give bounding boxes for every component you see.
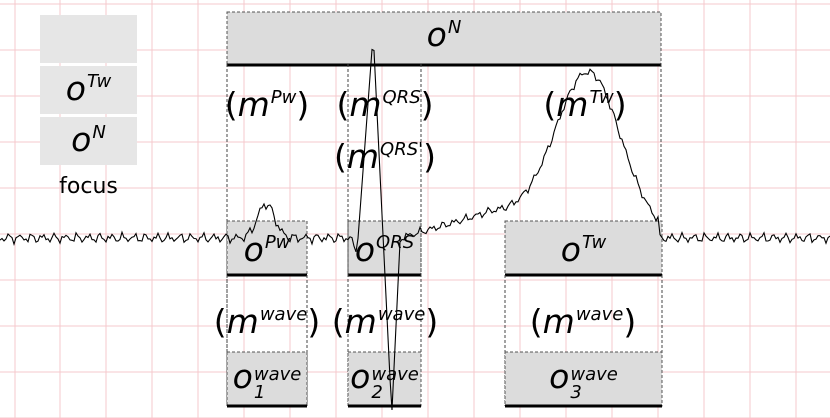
observation-wave3-box xyxy=(504,351,663,407)
ecg-signal-trace xyxy=(0,48,830,411)
legend-label-tw: oTw xyxy=(65,69,112,108)
model-qrs-alt-label: (mQRS') xyxy=(334,137,436,176)
model-wave-a-label: (mwave) xyxy=(213,302,321,341)
legend-swatch-tw xyxy=(40,66,137,114)
model-tw-label: (mTw) xyxy=(543,85,627,124)
model-pw-label: (mPw) xyxy=(224,85,310,124)
model-wave-b-label: (mwave) xyxy=(331,302,439,341)
observation-tw-box xyxy=(504,220,663,276)
model-qrs-label: (mQRS) xyxy=(336,85,434,124)
legend-swatch-empty xyxy=(40,15,137,63)
observation-n-label: oN xyxy=(426,15,462,54)
observation-pw-box xyxy=(226,220,308,276)
legend-label-n: oN xyxy=(71,120,106,159)
model-wave-c-label: (mwave) xyxy=(529,302,637,341)
observation-tw-label: oTw xyxy=(560,230,607,269)
observation-n-box xyxy=(226,11,662,65)
legend-focus-label: focus xyxy=(59,174,118,199)
legend-swatch-n xyxy=(40,117,137,165)
observation-qrs-label: oQRS xyxy=(354,230,415,269)
observation-wave1-box xyxy=(226,351,308,407)
observation-pw-label: oPw xyxy=(243,230,291,269)
observation-wave2-box xyxy=(347,351,422,407)
